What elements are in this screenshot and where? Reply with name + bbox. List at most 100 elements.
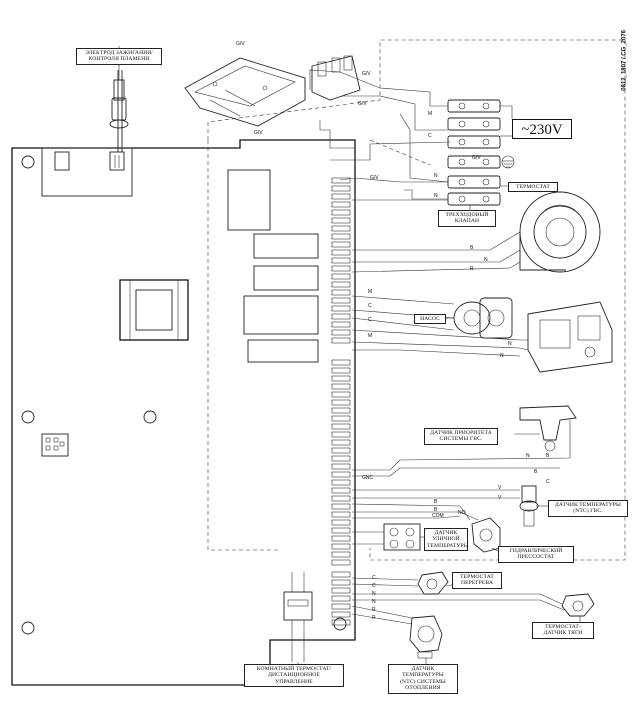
terminal-pin [331, 193, 351, 200]
ignition-electrode-label: ЭЛЕКТРОД ЗАЖИГАНИЯ/КОНТРОЛЯ ПЛАМЕНИ [76, 48, 162, 65]
terminal-pin [331, 519, 351, 526]
pump-label: НАСОС [414, 314, 446, 325]
ignition-module [41, 147, 133, 197]
leader-lines [118, 60, 581, 664]
terminal-pin [331, 265, 351, 272]
pcb-mount-hole [21, 621, 35, 635]
terminal-pin [331, 543, 351, 550]
terminal-pin [331, 603, 351, 610]
dhw-ntc-label: ДАТЧИК ТЕМПЕРАТУРЫ(NTC) ГВС. [548, 500, 628, 517]
wire-code: G/V [358, 101, 367, 107]
terminal-pin [331, 177, 351, 184]
terminal-pin [331, 423, 351, 430]
wire-code: N [484, 257, 488, 263]
terminal-pin [331, 407, 351, 414]
wire-code: B [434, 507, 438, 513]
dhw-ntc-sensor [519, 485, 539, 527]
terminal-pin [331, 367, 351, 374]
wire-code: NO [458, 510, 466, 516]
terminal-pin [331, 257, 351, 264]
power-terminal-block [447, 99, 501, 206]
gas-valve [527, 301, 613, 373]
terminal-pin [331, 297, 351, 304]
dhw-priority-sensor [519, 405, 577, 452]
terminal-pin [331, 375, 351, 382]
wire-code: COM [432, 513, 444, 519]
terminal-pin [331, 209, 351, 216]
pcb-mount-hole [333, 617, 347, 631]
wire-code: N [372, 591, 376, 597]
terminal-pin [331, 503, 351, 510]
terminal-pin [331, 383, 351, 390]
wire-code: G/V [472, 155, 481, 161]
wire-code: V [498, 485, 502, 491]
terminal-pin [331, 241, 351, 248]
wire-code: N [434, 193, 438, 199]
terminal-pin [331, 579, 351, 586]
wire-code: C [428, 133, 432, 139]
wire-code: M [368, 333, 373, 339]
wire-code: R [372, 615, 376, 621]
room-thermostat-connector [283, 572, 313, 662]
wire-code: B [470, 245, 474, 251]
wire-code: C [372, 583, 376, 589]
wire-code: B [534, 469, 538, 475]
relay [227, 169, 271, 231]
terminal-pin [331, 471, 351, 478]
wire-code: R [372, 607, 376, 613]
wire-code: B [546, 453, 550, 459]
terminal-pin [331, 495, 351, 502]
hydraulic-switch [471, 517, 501, 553]
terminal-pin [331, 289, 351, 296]
wire-code: M [428, 111, 433, 117]
wire-code: M [368, 289, 373, 295]
terminal-pin [331, 185, 351, 192]
earth-loop-inner [207, 140, 280, 551]
wire-code: N [500, 353, 504, 359]
pcb-mount-hole [21, 410, 35, 424]
terminal-pin [331, 619, 351, 626]
terminal-pin [331, 439, 351, 446]
pcb-mount-hole [143, 410, 157, 424]
terminal-pin [331, 391, 351, 398]
wire-code: G/V [254, 130, 263, 136]
relay [247, 339, 319, 363]
ignition-socket [54, 151, 70, 171]
transformer-core [135, 289, 173, 331]
relay [253, 265, 319, 291]
pcb-mount-hole [21, 155, 35, 169]
bracket-sketch [184, 55, 361, 127]
pcb-outline [11, 139, 356, 686]
pcb-connector [41, 433, 69, 457]
terminal-pin [331, 511, 351, 518]
wiring [297, 69, 571, 670]
overheat-thermostat [417, 571, 449, 595]
wire-code: C [368, 303, 372, 309]
ignition-electrode-tip [113, 79, 125, 101]
wire-code: N [372, 599, 376, 605]
wire-code: G/V [236, 41, 245, 47]
earth-loop [207, 39, 626, 561]
terminal-pin [331, 463, 351, 470]
terminal-pin [331, 527, 351, 534]
relay [243, 295, 319, 335]
relay [253, 233, 319, 259]
earth-symbol [501, 155, 515, 169]
wire-code: N [508, 341, 512, 347]
terminal-pin [331, 233, 351, 240]
drawing-code: 0812_1807 / CG_2076 [622, 30, 628, 91]
wire-code: G/V [370, 175, 379, 181]
terminal-pin [331, 415, 351, 422]
fan [519, 191, 601, 273]
terminal-pin [331, 225, 351, 232]
terminal-pin [331, 201, 351, 208]
wire-code: C [372, 575, 376, 581]
transformer [119, 279, 189, 341]
flue-thermostat-label: ТЕРМОСТАТ-ДАТЧИК ТЯГИ [532, 622, 594, 639]
wire-code: C [546, 479, 550, 485]
terminal-pin [331, 337, 351, 344]
